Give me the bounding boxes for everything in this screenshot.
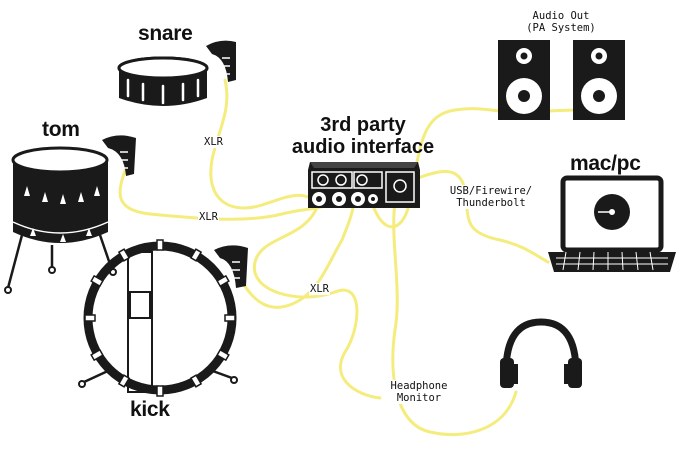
headphone-line1: Headphone [390,380,448,392]
snare-drum-icon [117,56,209,106]
snare-label: snare [138,22,193,45]
interface-label-line2: audio interface [291,136,435,158]
headphones-icon [500,318,582,388]
cable-kick-xlr [238,201,356,309]
interface-label: 3rd party audio interface [288,114,438,158]
audio-out-label: Audio Out (PA System) [514,10,608,34]
xlr-tom-label: XLR [198,211,219,223]
cable-usb [416,169,550,264]
audio-out-line2: (PA System) [526,22,596,34]
microphone-icon [102,135,136,176]
interface-label-line1: 3rd party [320,114,406,136]
cable-snare-xlr [209,78,320,210]
xlr-kick-label: XLR [309,283,330,295]
macpc-label: mac/pc [570,152,641,175]
laptop-icon [548,175,676,272]
cable-tom-xlr [118,166,335,221]
usb-label: USB/Firewire/ Thunderbolt [444,185,538,209]
kick-drum-icon [78,239,238,397]
microphone-icon [214,245,248,288]
speaker-icon [573,40,625,120]
tom-label: tom [42,118,80,141]
usb-line2: Thunderbolt [456,197,526,209]
audio-out-line1: Audio Out [532,10,590,22]
xlr-snare-label: XLR [203,136,224,148]
speaker-icon [498,40,550,120]
usb-line1: USB/Firewire/ [449,185,533,197]
headphone-label: Headphone Monitor [383,380,455,404]
tom-drum-icon [4,146,117,294]
microphone-icon [206,40,236,82]
audio-interface-icon [308,162,420,208]
headphone-line2: Monitor [396,392,442,404]
kick-label: kick [130,398,170,421]
cable-loop [252,203,382,400]
